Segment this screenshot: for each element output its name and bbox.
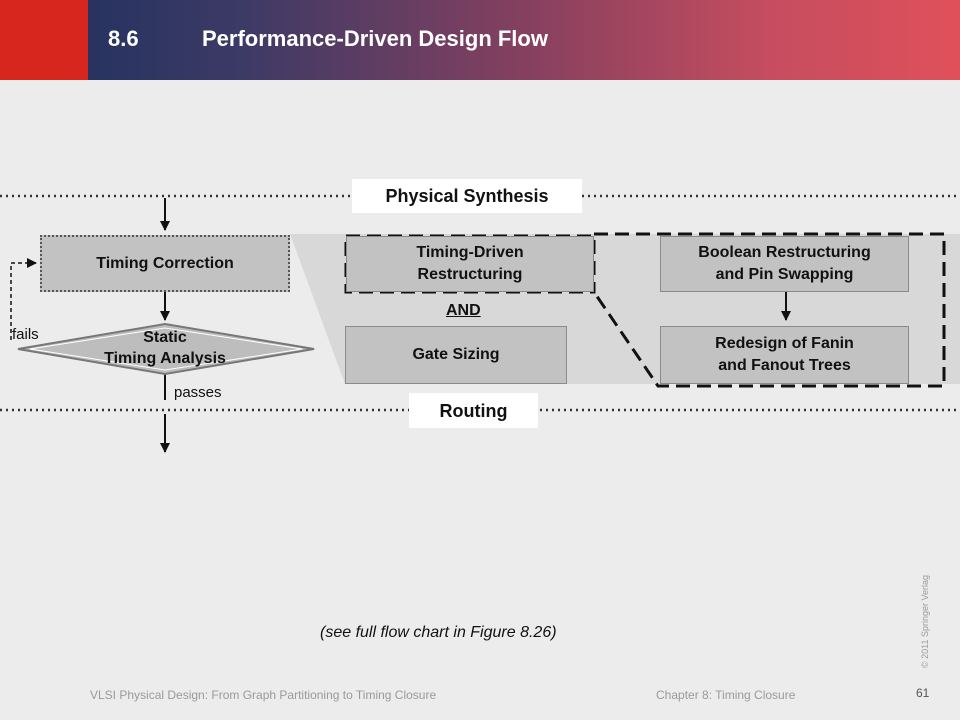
timing-driven-line1: Timing-Driven — [416, 244, 524, 261]
sta-diamond-inner — [29, 327, 303, 371]
timing-correction-box: Timing Correction — [40, 235, 290, 292]
header-red-block — [0, 0, 88, 80]
boolean-restructuring-box: Boolean Restructuring and Pin Swapping — [660, 236, 909, 292]
header-bar — [0, 0, 960, 80]
zoom-dashed-outline — [592, 232, 946, 388]
and-label: AND — [446, 302, 481, 319]
gate-sizing-text: Gate Sizing — [412, 346, 500, 363]
sta-diamond — [17, 322, 315, 376]
figure-caption: (see full flow chart in Figure 8.26) — [320, 624, 557, 641]
boolean-line2: and Pin Swapping — [715, 266, 854, 283]
sta-line2: Timing Analysis — [104, 350, 226, 367]
fails-label: fails — [12, 326, 39, 343]
boolean-line1: Boolean Restructuring — [698, 244, 871, 261]
redesign-line1: Redesign of Fanin — [715, 335, 854, 352]
fails-feedback-line — [10, 258, 37, 340]
copyright-notice: © 2011 Springer Verlag — [920, 574, 930, 668]
footer-chapter: Chapter 8: Timing Closure — [656, 688, 796, 702]
timing-correction-text: Timing Correction — [96, 254, 234, 272]
page-number: 61 — [916, 686, 930, 700]
sta-line1: Static — [143, 329, 187, 346]
timing-driven-box: Timing-Driven Restructuring — [346, 236, 594, 292]
footer-book-title: VLSI Physical Design: From Graph Partiti… — [90, 688, 437, 702]
routing-label: Routing — [409, 393, 538, 428]
gate-sizing-box: Gate Sizing — [345, 326, 567, 384]
redesign-fanin-box: Redesign of Fanin and Fanout Trees — [660, 326, 909, 384]
page-title: Performance-Driven Design Flow — [202, 26, 548, 51]
timing-driven-line2: Restructuring — [417, 266, 523, 283]
physical-synthesis-label: Physical Synthesis — [352, 179, 582, 213]
section-number: 8.6 — [108, 26, 139, 51]
passes-label: passes — [174, 384, 222, 401]
sta-label: Static Timing Analysis — [60, 325, 270, 371]
redesign-line2: and Fanout Trees — [718, 357, 851, 374]
